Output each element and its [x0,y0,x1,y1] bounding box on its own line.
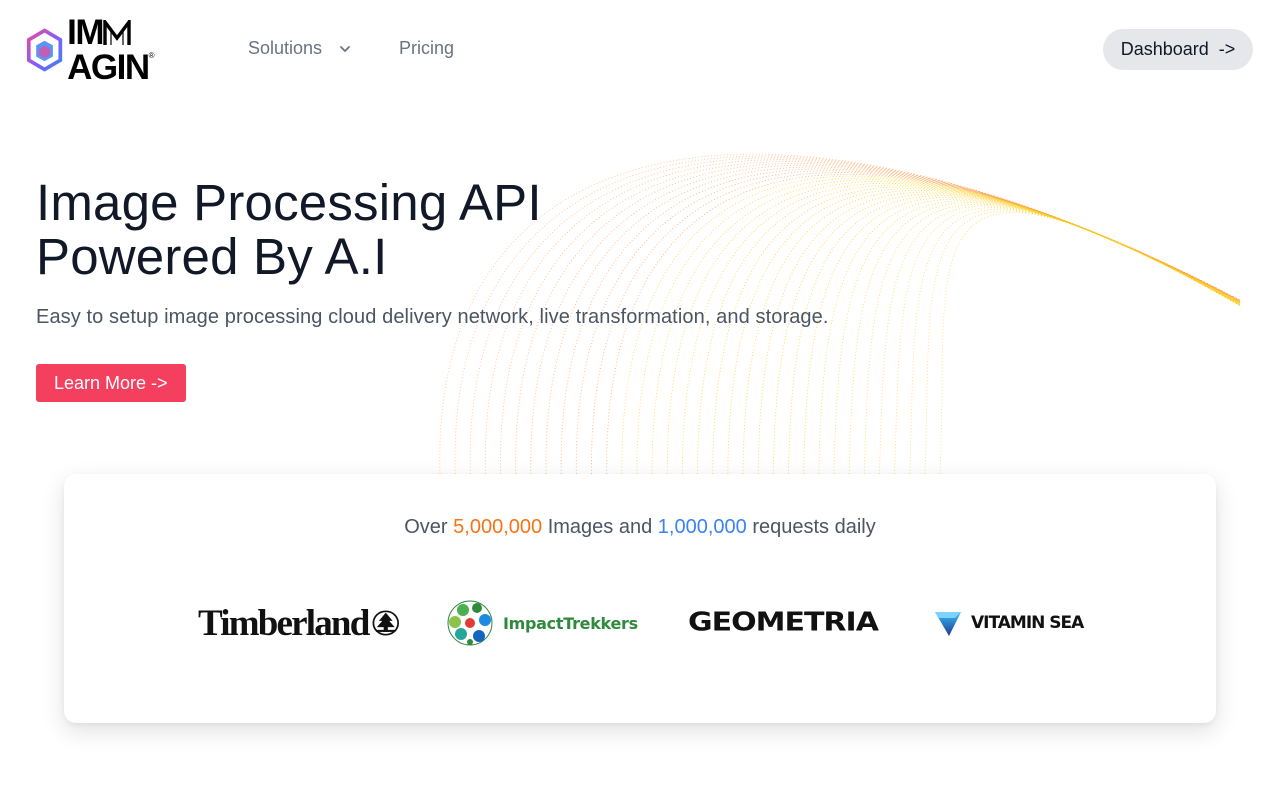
stats-line: Over 5,000,000 Images and 1,000,000 requ… [64,516,1216,539]
wave-line [924,210,1241,475]
wave-line [742,189,1241,475]
tree-icon [373,610,400,636]
brand-impacttrekkers-logo: ImpactTrekkers [443,594,645,652]
brand-timberland-logo: Timberland [198,594,400,652]
hero-title-line-1: Image Processing API [36,174,542,231]
wave-line [803,196,1241,475]
wave-line [909,209,1241,475]
vitaminsea-wordmark: VITAMIN SEA [971,613,1084,633]
wave-line [818,198,1241,475]
dashboard-label: Dashboard [1120,39,1209,59]
timberland-wordmark: Timberland [198,602,370,644]
geometria-wordmark: GEOMETRIA [688,607,879,638]
dashboard-arrow: -> [1218,39,1236,59]
stats-card: Over 5,000,000 Images and 1,000,000 requ… [64,474,1216,723]
wave-line [878,205,1241,475]
learn-more-button[interactable]: Learn More -> [36,364,186,402]
wave-line [788,195,1241,475]
wave-line [894,207,1241,475]
hero-wave-graphic [439,153,1241,475]
images-label: Images and [547,516,653,538]
wave-line [833,200,1241,475]
brand-vitaminsea-logo: VITAMIN SEA [933,594,1088,652]
chevron-down-icon [340,45,350,52]
logo-m-glyph [103,20,131,45]
nav-solutions[interactable]: Solutions [248,38,352,59]
wave-line [772,193,1241,475]
hero-section: Image Processing API Powered By A.I Easy… [36,176,829,402]
hero-title: Image Processing API Powered By A.I [36,176,829,284]
nav-solutions-label: Solutions [248,38,323,58]
requests-count: 1,000,000 [657,516,747,538]
nav-pricing[interactable]: Pricing [399,38,454,59]
requests-label: requests daily [752,516,876,538]
wave-line [697,184,1241,475]
dashboard-button[interactable]: Dashboard -> [1103,29,1253,70]
wave-line [848,202,1241,475]
images-count: 5,000,000 [453,516,543,538]
logo-wordmark: IMAGIN® [67,13,155,87]
hero-subtitle: Easy to setup image processing cloud del… [36,306,829,328]
wave-line [621,175,1241,475]
brand-logo[interactable]: IMAGIN® [26,15,206,85]
stats-prefix: Over [404,516,448,538]
wave-line [757,191,1241,475]
wave-line [651,179,1241,475]
drop-icon [935,612,961,636]
impacttrekkers-wordmark: ImpactTrekkers [503,613,638,633]
nav-pricing-label: Pricing [399,38,455,58]
hexagon-logo-icon [26,28,63,72]
wave-line [484,159,1241,475]
wave-line [939,212,1241,475]
top-navbar: IMAGIN® Solutions Pricing Dashboard -> [0,0,1280,98]
wave-line [863,203,1241,475]
hero-title-line-2: Powered By A.I [36,228,388,285]
globe-leaves-icon [447,600,493,646]
brand-geometria-logo: GEOMETRIA [688,594,890,652]
